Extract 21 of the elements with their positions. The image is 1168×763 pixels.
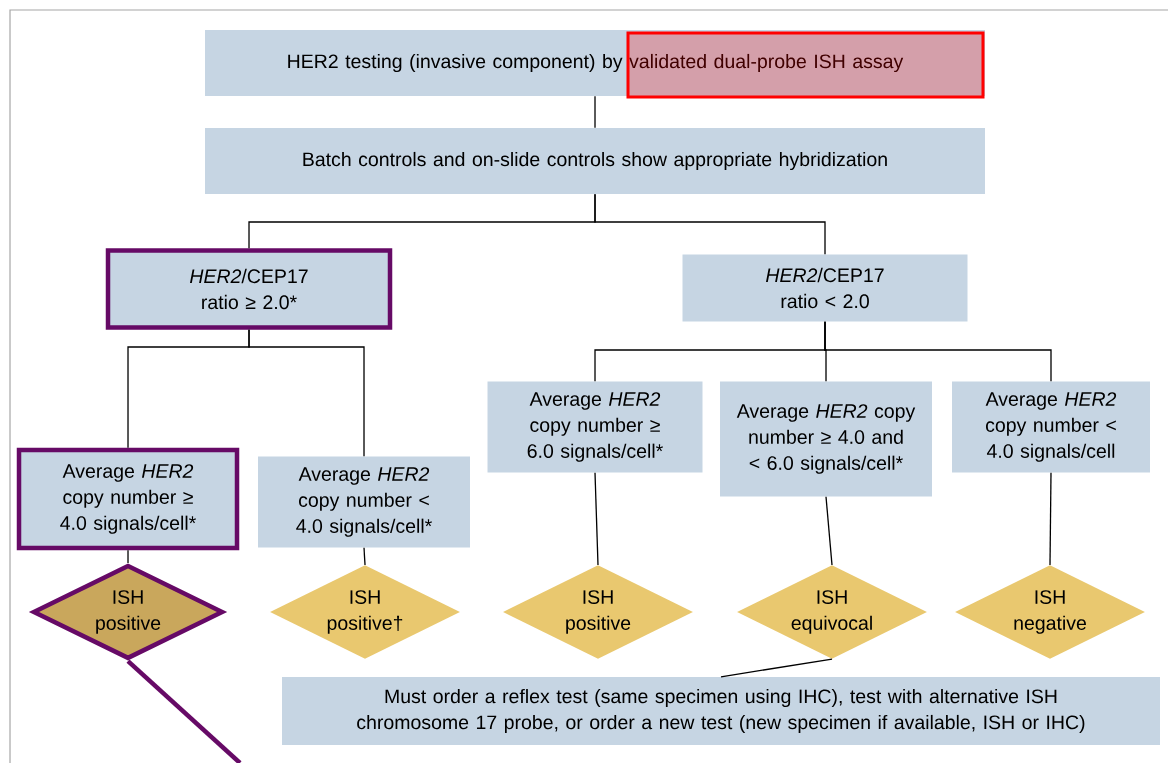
connector-line <box>824 321 1052 382</box>
connector-line <box>363 547 366 566</box>
process-box: HER2/CEP17 ratio ≥ 2.0* <box>105 248 393 330</box>
process-box: Average HER2 copy number < 4.0 signals/cell <box>952 381 1150 473</box>
connector-line <box>720 658 833 678</box>
connector-line <box>594 193 826 255</box>
connector-line <box>594 472 599 566</box>
process-box: Batch controls and on-slide controls show appropriate hybridization <box>205 128 985 194</box>
process-box: Average HER2 copy number ≥ 4.0 signals/cell* <box>16 447 240 551</box>
process-box: Average HER2 copy number ≥ 4.0 and < 6.0 signals/cell* <box>720 381 932 497</box>
connector-line <box>248 329 365 457</box>
process-box: Must order a reflex test (same specimen using IHC), test with alternative ISH chromosome 17 probe, or order a new test (new specimen if available, ISH or IHC) <box>282 677 1160 745</box>
process-box: HER2 testing (invasive component) by validated dual-probe ISH assay <box>205 30 985 96</box>
process-box: Average HER2 copy number ≥ 6.0 signals/cell* <box>487 381 703 473</box>
process-box: HER2/CEP17 ratio < 2.0 <box>682 254 968 322</box>
connector-line <box>825 496 833 566</box>
connector-line <box>1049 472 1052 566</box>
connector-line <box>594 95 596 129</box>
leader-line <box>126 659 242 763</box>
process-box: Average HER2 copy number < 4.0 signals/cell* <box>258 456 470 548</box>
connector-line <box>127 549 129 564</box>
